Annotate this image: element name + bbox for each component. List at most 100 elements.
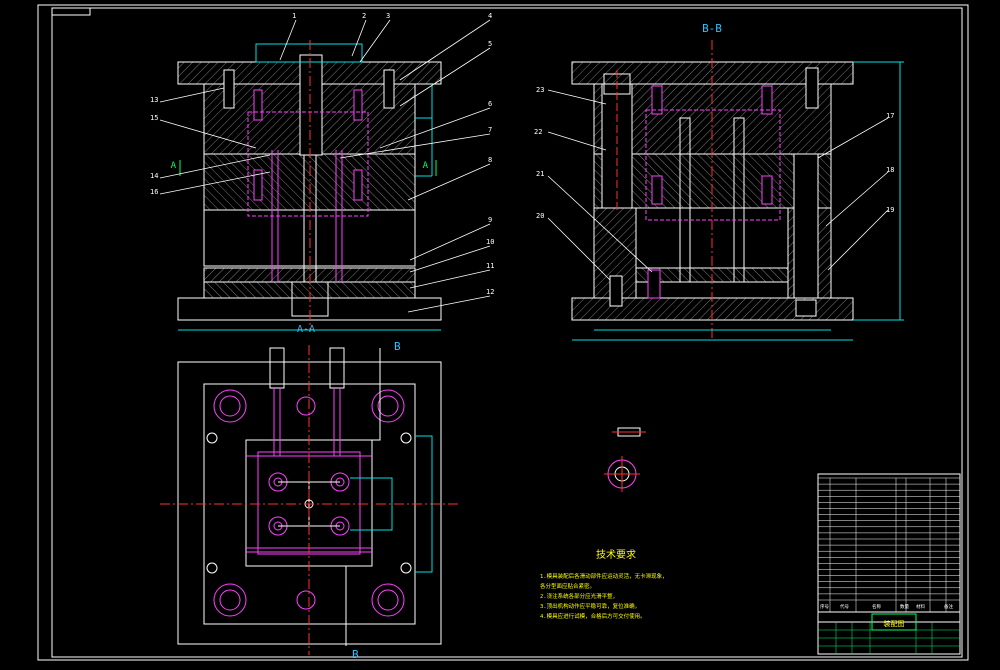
dimension-bracket [350,477,393,531]
callout-18: 18 [886,166,894,174]
bolt-bb [609,275,623,307]
screw-hole [400,562,412,574]
ejector-pin-bb [679,117,691,283]
header-no: 序号 [820,603,829,610]
cooling-connector [269,347,285,389]
cavity-bb [645,109,781,221]
bolt [353,169,363,201]
cavity-insert-outline [247,111,369,217]
section-mark-b-bottom: B [352,648,359,661]
section-bb-view: B-B [571,22,904,341]
guide-hole [219,395,241,417]
corner-tab [51,7,91,16]
callout-1: 1 [292,12,296,20]
callout-17: 17 [886,112,894,120]
callout-13: 13 [150,96,158,104]
detail-views [604,427,646,492]
bolt-bb [651,175,663,205]
tech-requirements: 技术要求 1.模具装配后各滑动部件应运动灵活，无卡滞现象， 各分型面应贴合紧密。… [540,548,668,620]
callout-6: 6 [488,100,492,108]
callout-10: 10 [486,238,494,246]
guide-hole [219,589,241,611]
callout-11: 11 [486,262,494,270]
header-qty: 数量 [900,603,909,610]
tech-requirement-line: 各分型面应贴合紧密。 [540,582,595,590]
callout-21: 21 [536,170,544,178]
leaders-left [159,19,491,313]
guide-hole [377,589,399,611]
plan-cavity-inner [257,451,361,555]
bolt-bb [795,299,817,317]
bolt-hole [296,396,316,416]
tech-requirement-line: 2.浇注系统各部分应光滑平整， [540,592,618,600]
header-remark: 备注 [944,603,953,610]
section-mark-a-right: A [423,161,429,171]
header-name: 名称 [872,603,881,610]
callout-12: 12 [486,288,494,296]
sprue-bush [299,54,323,156]
bolt-bb [761,85,773,115]
ejector-pin-bb [733,117,745,283]
section-aa-label: A-A [297,324,315,335]
tech-requirement-line: 3.顶出机构动作应平稳可靠，复位准确， [540,602,640,610]
header-material: 材料 [916,603,925,610]
bolt [353,89,363,121]
header-code: 代号 [840,603,849,610]
bolt-bb [651,85,663,115]
section-mark-b-top: B [394,340,401,353]
stop-pin [647,269,661,299]
tech-requirement-line: 4.模具应进行试模，合格后方可交付使用。 [540,612,646,620]
callouts-left: 1 2 3 4 5 6 7 8 9 10 11 12 13 14 15 16 [150,12,494,296]
callout-8: 8 [488,156,492,164]
bolt-bb [761,175,773,205]
parts-list-header: 序号 代号 名称 数量 材料 备注 [820,603,953,610]
callout-2: 2 [362,12,366,20]
parts-list-border [817,473,961,655]
callout-7: 7 [488,126,492,134]
guide-hole [371,389,405,423]
locating-ring [255,43,363,63]
screw-hole [206,432,218,444]
guide-pillar [601,83,633,209]
callout-4: 4 [488,12,492,20]
callout-15: 15 [150,114,158,122]
parts-list-table: 装配图 序号 代号 名称 数量 材料 备注 [817,473,961,655]
tech-requirement-line: 1.模具装配后各滑动部件应运动灵活，无卡滞现象， [540,572,668,580]
bolt-hole [296,590,316,610]
callout-3: 3 [386,12,390,20]
outer-frame [37,4,969,661]
tech-requirements-title: 技术要求 [596,548,636,561]
callout-14: 14 [150,172,158,180]
screw-hole [206,562,218,574]
callouts-right: 17 18 19 20 21 22 23 [534,86,894,220]
bolt [253,89,263,121]
section-mark-a-left: A [171,161,177,171]
title-block-grid [818,622,960,654]
guide-hole [213,583,247,617]
drawing-name: 装配图 [884,619,905,628]
bolt-bb [805,67,819,109]
guide-hole [213,389,247,423]
callout-9: 9 [488,216,492,224]
return-pin [793,153,819,299]
section-aa-view: A A A-A [171,40,442,335]
section-bb-label: B-B [702,22,722,35]
parts-list-rows [818,477,960,612]
callout-20: 20 [536,212,544,220]
inner-frame [51,7,963,658]
callout-16: 16 [150,188,158,196]
plan-outer-plate [177,361,442,645]
bolt [223,69,235,109]
bolt [383,69,395,109]
guide-hole [377,395,399,417]
callout-5: 5 [488,40,492,48]
callout-23: 23 [536,86,544,94]
dimension-bracket [415,435,433,573]
section-line-b [372,348,381,441]
plan-view: B B [160,340,460,661]
guide-hole [371,583,405,617]
cooling-connector [329,347,345,389]
callout-19: 19 [886,206,894,214]
